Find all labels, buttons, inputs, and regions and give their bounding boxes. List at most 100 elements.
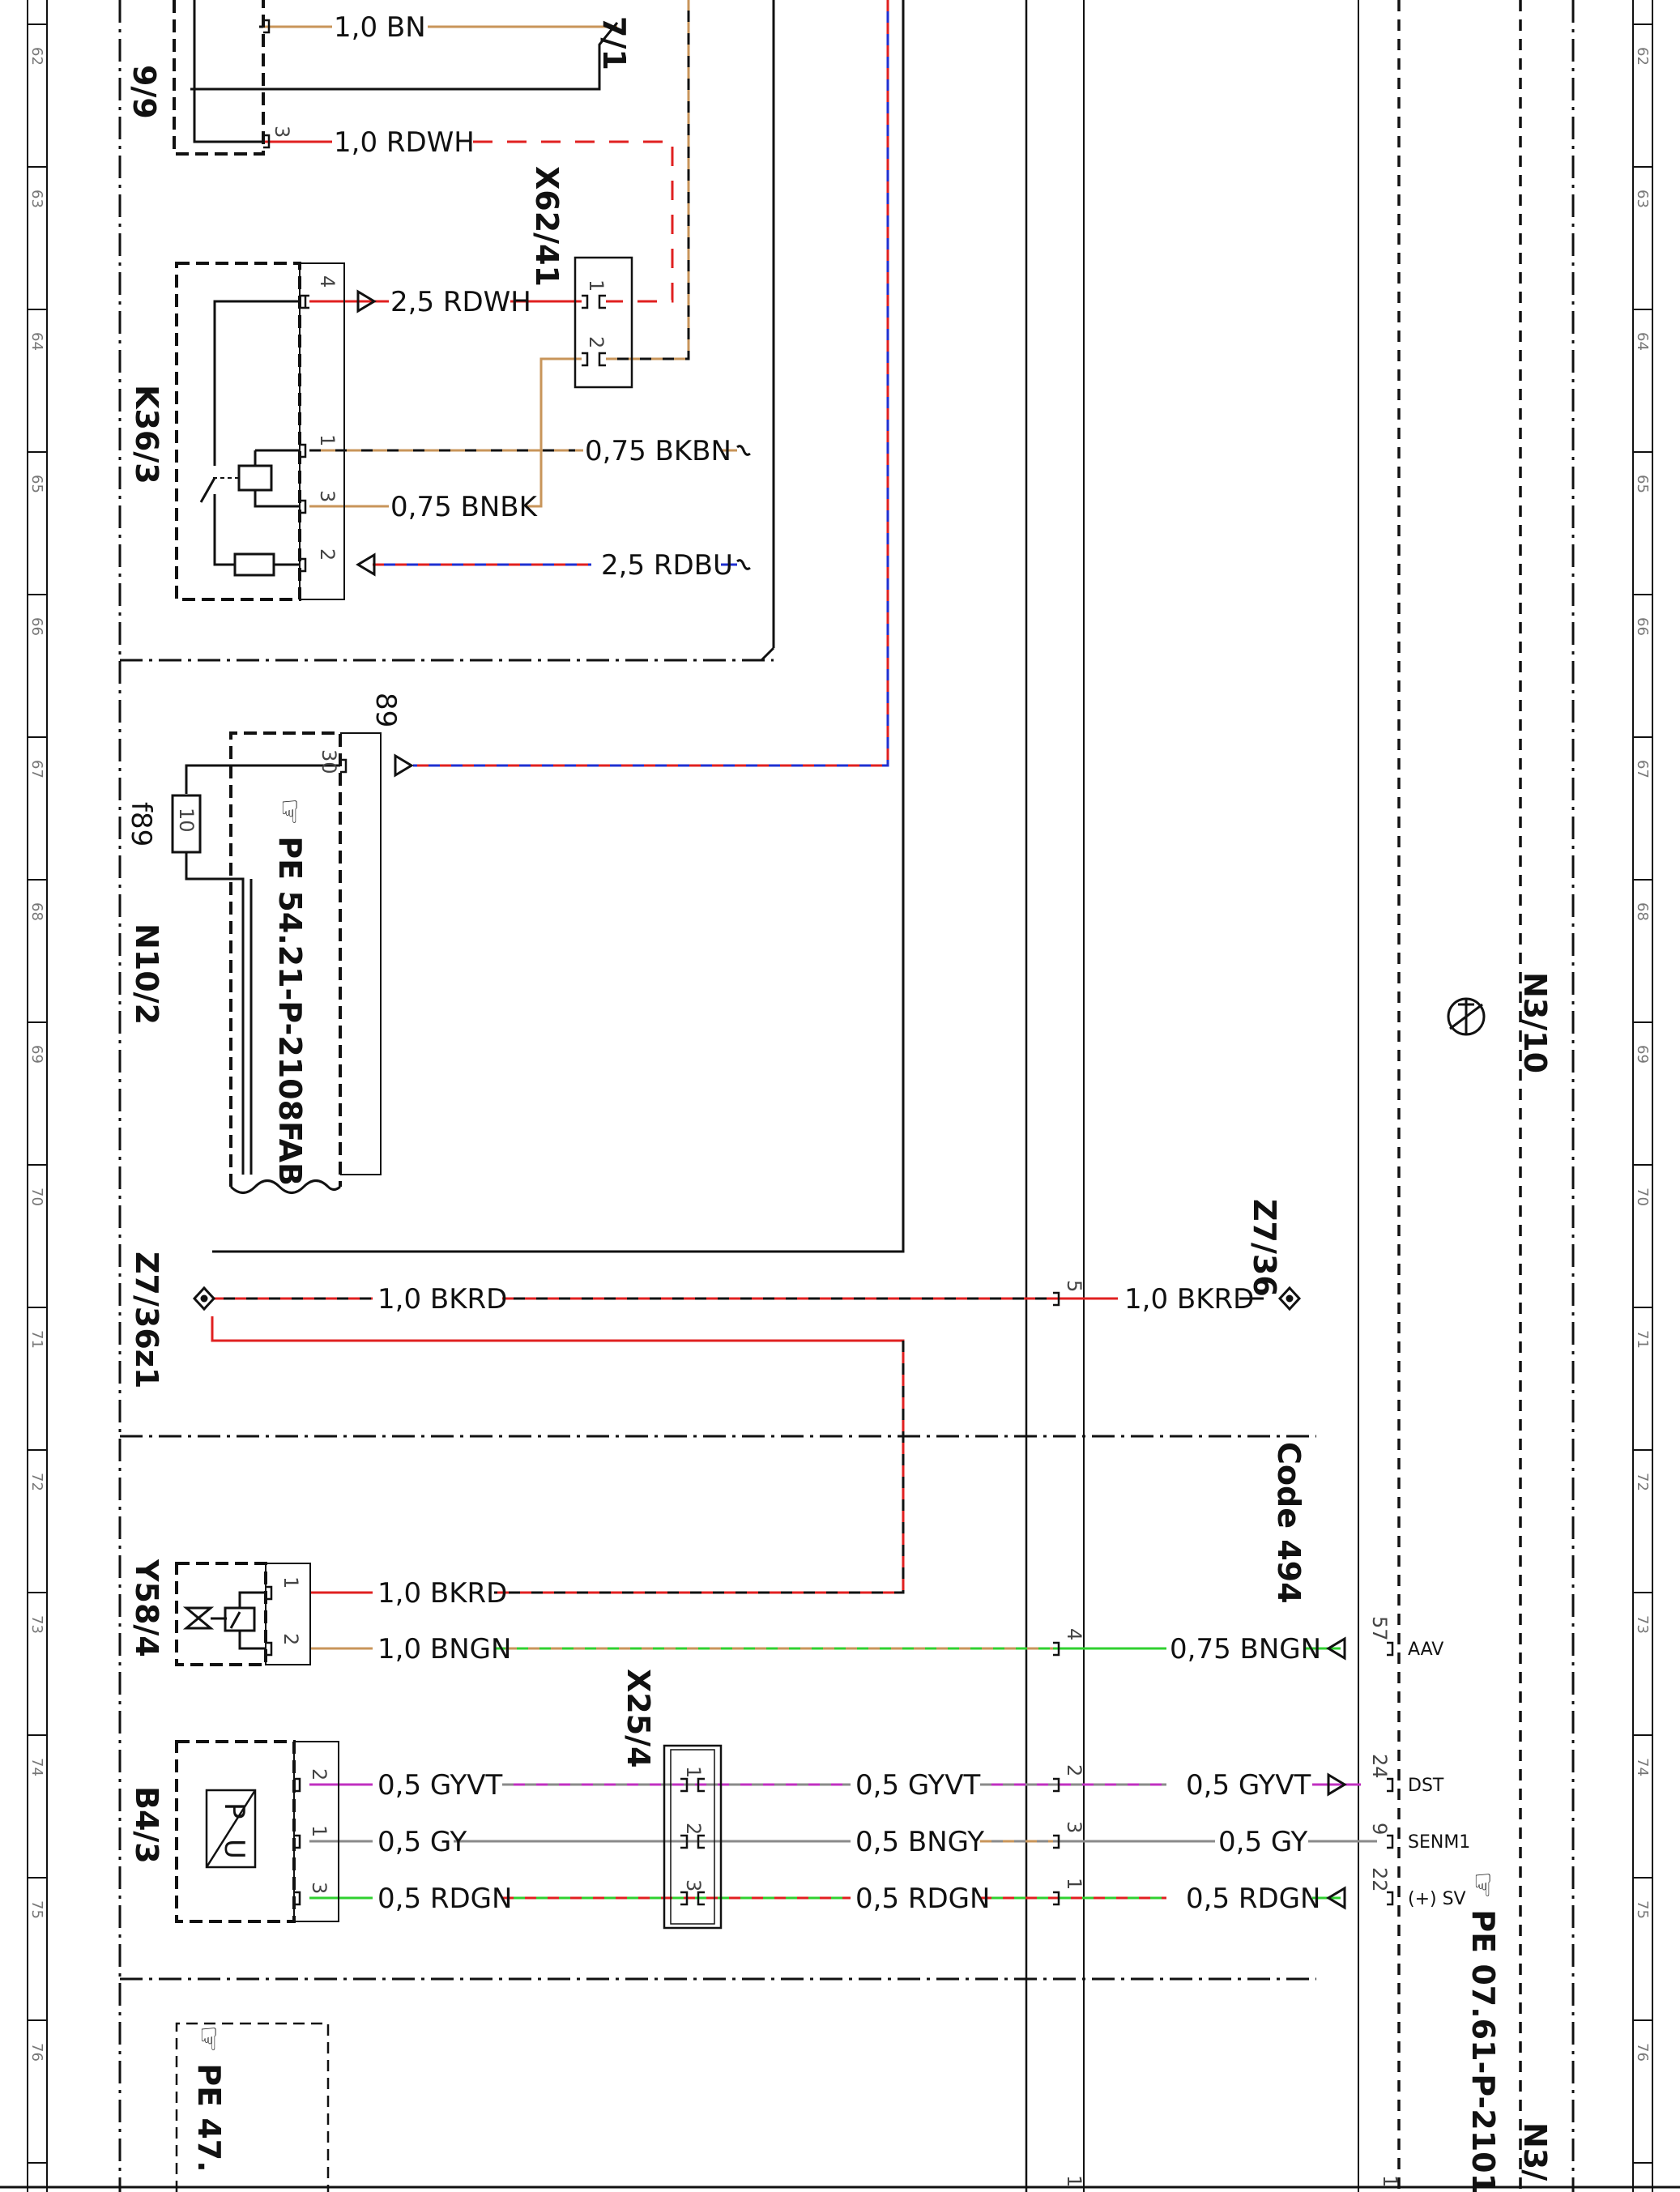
component-x62-41 [574, 256, 633, 389]
pe-n10-ref: ☞ PE 54.21-P-2108FAB [272, 798, 308, 1186]
label-1-0-bngn: 1,0 BNGN [377, 1633, 511, 1665]
grid-number: 67 [1634, 760, 1651, 778]
signal-aav: AAV [1408, 1640, 1443, 1660]
n3-10-label: N3/10 [1517, 972, 1553, 1073]
component-x25-4 [663, 1744, 723, 1930]
grid-number: 66 [1634, 617, 1651, 636]
pin-marks [263, 19, 1394, 1906]
signal-dst: DST [1408, 1776, 1444, 1796]
y58-pin-1: 1 [279, 1576, 302, 1589]
conn-89-label: 89 [369, 693, 402, 727]
grid-number: 75 [1634, 1900, 1651, 1919]
pin-z-5: 5 [1063, 1280, 1085, 1292]
pin-z-4: 4 [1063, 1628, 1085, 1640]
pin-n3-57: 57 [1368, 1616, 1391, 1641]
hand-icon: ☞ [272, 798, 308, 836]
component-z7-36z1 [192, 1286, 216, 1311]
component-top-partial [173, 0, 265, 156]
b4-3-label: B4/3 [129, 1786, 164, 1864]
label-2-5-rdbu: 2,5 RDBU [601, 549, 733, 582]
pin-bottom-1b: 1 [1379, 2175, 1401, 2187]
label-0-5-gyvt-c: 0,5 GYVT [1186, 1769, 1311, 1802]
k36-3-label: K36/3 [129, 385, 164, 484]
pe-n3-ref: ☞ PE 07.61-P-2101F [1465, 1871, 1501, 2192]
k36-pin-2: 2 [316, 548, 339, 561]
label-2-5-rdwh: 2,5 RDWH [390, 286, 531, 318]
grid-number: 64 [1634, 332, 1651, 351]
fuse-value: 10 [175, 808, 198, 833]
grid-strip-left [27, 0, 48, 2192]
signal-senm1: SENM1 [1408, 1832, 1470, 1853]
wire-2-5-rdbu-vert [413, 0, 889, 767]
z7-36-label: Z7/36 [1247, 1199, 1282, 1297]
x25-4-label: X25/4 [620, 1669, 656, 1768]
component-n3-10 [1447, 997, 1486, 1036]
label-1-0-bkrd-a: 1,0 BKRD [377, 1283, 507, 1316]
top-partial-label: 9/9 [126, 65, 162, 119]
grid-number: 63 [1634, 190, 1651, 208]
grid-number: 65 [1634, 475, 1651, 493]
grid-number: 69 [1634, 1045, 1651, 1064]
x62-41-label: X62/41 [529, 166, 565, 287]
wires [190, 0, 1377, 1900]
label-0-5-rdgn-c: 0,5 RDGN [1186, 1883, 1320, 1915]
pin-bottom-1a: 1 [1063, 2175, 1085, 2187]
n10-pin-30: 30 [318, 749, 340, 774]
k36-pin-3: 3 [316, 490, 339, 502]
component-y58-4 [175, 1562, 311, 1666]
label-1-0-bkrd-c: 1,0 BKRD [377, 1577, 507, 1610]
grid-number: 70 [28, 1188, 45, 1206]
y58-4-label: Y58/4 [129, 1559, 164, 1657]
grid-number: 73 [28, 1615, 45, 1634]
component-k36-3 [175, 262, 345, 601]
top-conn-label: 7/1 [596, 16, 632, 70]
signal-sv: (+) SV [1408, 1889, 1466, 1909]
k36-pin-1: 1 [316, 434, 339, 446]
x62-pin-2: 2 [585, 336, 608, 348]
pin-z-3: 3 [1063, 1821, 1085, 1833]
grid-number: 73 [1634, 1615, 1651, 1634]
label-0-5-gyvt-b: 0,5 GYVT [855, 1769, 981, 1802]
label-0-5-rdgn-b: 0,5 RDGN [855, 1883, 990, 1915]
grid-number: 64 [28, 332, 45, 351]
grid-number: 71 [1634, 1330, 1651, 1349]
component-z7-36 [1277, 1286, 1302, 1311]
top-pin-3: 3 [271, 126, 293, 138]
pin-z-1: 1 [1063, 1878, 1085, 1890]
grid-number: 74 [28, 1758, 45, 1776]
pin-z-2: 2 [1063, 1764, 1085, 1776]
z7-36z1-label: Z7/36z1 [129, 1252, 164, 1388]
grid-number: 62 [28, 47, 45, 66]
grid-number: 72 [1634, 1473, 1651, 1491]
grid-number: 66 [28, 617, 45, 636]
grid-number: 75 [28, 1900, 45, 1919]
grid-strip-right [1632, 0, 1653, 2192]
n10-2-label: N10/2 [129, 923, 164, 1025]
grid-number: 71 [28, 1330, 45, 1349]
label-0-75-bnbk: 0,75 BNBK [390, 491, 539, 523]
label-1-0-bn: 1,0 BN [334, 11, 426, 44]
grid-number: 65 [28, 475, 45, 493]
grid-number: 70 [1634, 1188, 1651, 1206]
grid-number: 68 [28, 902, 45, 921]
fuse-label: f89 [125, 802, 157, 847]
hand-icon: ☞ [191, 2025, 227, 2063]
label-0-5-rdgn-a: 0,5 RDGN [377, 1883, 512, 1915]
pin-n3-9: 9 [1368, 1823, 1391, 1835]
y58-pin-2: 2 [279, 1633, 302, 1645]
code-494-label: Code 494 [1271, 1442, 1307, 1604]
x25-pin-1: 1 [682, 1766, 705, 1778]
grid-ticks [28, 23, 1652, 2164]
signal-arrows [356, 289, 1347, 1910]
label-0-5-bngy: 0,5 BNGY [855, 1826, 984, 1858]
hand-icon: ☞ [1465, 1871, 1501, 1909]
component-b4-3 [175, 1740, 339, 1923]
n3-partial-label: N3/ [1517, 2122, 1553, 2181]
label-0-5-gy-b: 0,5 GY [1218, 1826, 1308, 1858]
x62-pin-1: 1 [585, 279, 608, 292]
grid-number: 62 [1634, 47, 1651, 66]
b4-pin-3: 3 [308, 1882, 330, 1894]
